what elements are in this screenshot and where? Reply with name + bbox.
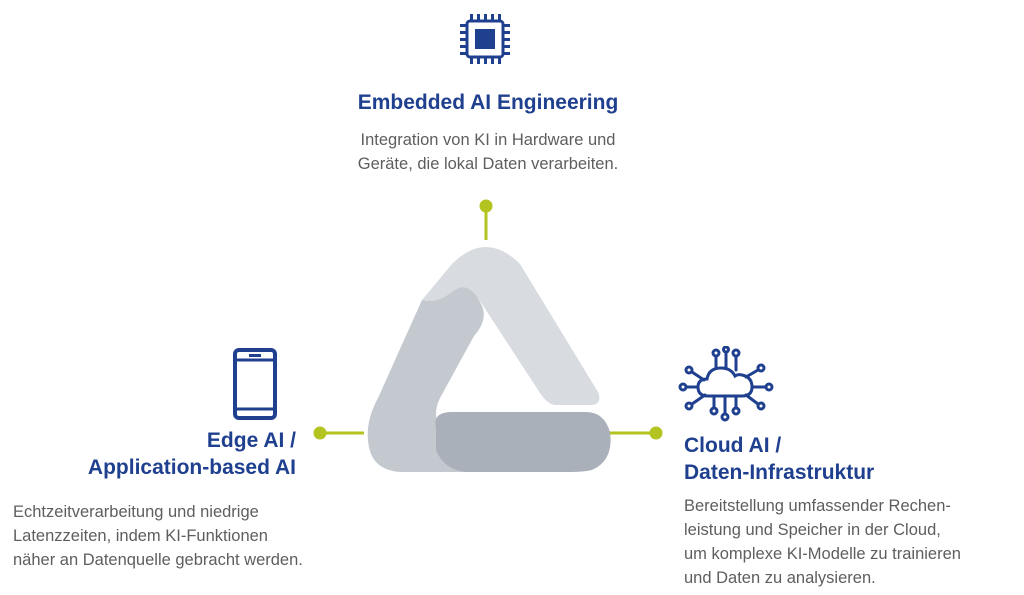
connector-right bbox=[609, 426, 663, 440]
cloud-ai-title-line: Cloud AI / bbox=[684, 434, 782, 457]
cloud-ai-description: Bereitstellung umfassender Rechen- leist… bbox=[684, 494, 1014, 590]
triangle-band-left bbox=[367, 287, 484, 472]
edge-ai-title: Edge AI / Application-based AI bbox=[0, 427, 296, 481]
edge-ai-desc-line: Echtzeitverarbeitung und niedrige bbox=[13, 503, 259, 521]
cloud-ai-desc-line: leistung und Speicher in der Cloud, bbox=[684, 521, 941, 539]
connector-left bbox=[313, 426, 364, 440]
edge-ai-description: Echtzeitverarbeitung und niedrige Latenz… bbox=[13, 500, 303, 572]
edge-ai-title-line: Edge AI / bbox=[206, 429, 296, 452]
embedded-ai-desc-line: Integration von KI in Hardware und bbox=[360, 131, 616, 149]
connector-top bbox=[479, 199, 493, 240]
smartphone-icon bbox=[233, 348, 277, 420]
cloud-ai-desc-line: um komplexe KI-Modelle zu trainieren bbox=[684, 545, 961, 563]
embedded-ai-title: Embedded AI Engineering bbox=[357, 91, 619, 114]
triangle-cycle-graphic bbox=[367, 247, 611, 472]
embedded-ai-desc-line: Geräte, die lokal Daten verarbeiten. bbox=[357, 155, 619, 173]
edge-ai-desc-line: Latenzzeiten, indem KI-Funktionen bbox=[13, 527, 268, 545]
triangle-band-top bbox=[422, 247, 600, 405]
cloud-ai-desc-line: Bereitstellung umfassender Rechen- bbox=[684, 497, 951, 515]
embedded-ai-description: Integration von KI in Hardware und Gerät… bbox=[0, 128, 976, 176]
edge-ai-desc-line: näher an Datenquelle gebracht werden. bbox=[13, 551, 303, 569]
triangle-band-bottom bbox=[435, 412, 611, 472]
cloud-ai-title: Cloud AI / Daten-Infrastruktur bbox=[684, 432, 874, 486]
chip-icon bbox=[460, 14, 510, 64]
cloud-network-icon bbox=[678, 346, 774, 422]
cloud-ai-desc-line: und Daten zu analysieren. bbox=[684, 569, 876, 587]
cloud-ai-title-line: Daten-Infrastruktur bbox=[684, 461, 875, 484]
edge-ai-title-line: Application-based AI bbox=[87, 456, 296, 479]
